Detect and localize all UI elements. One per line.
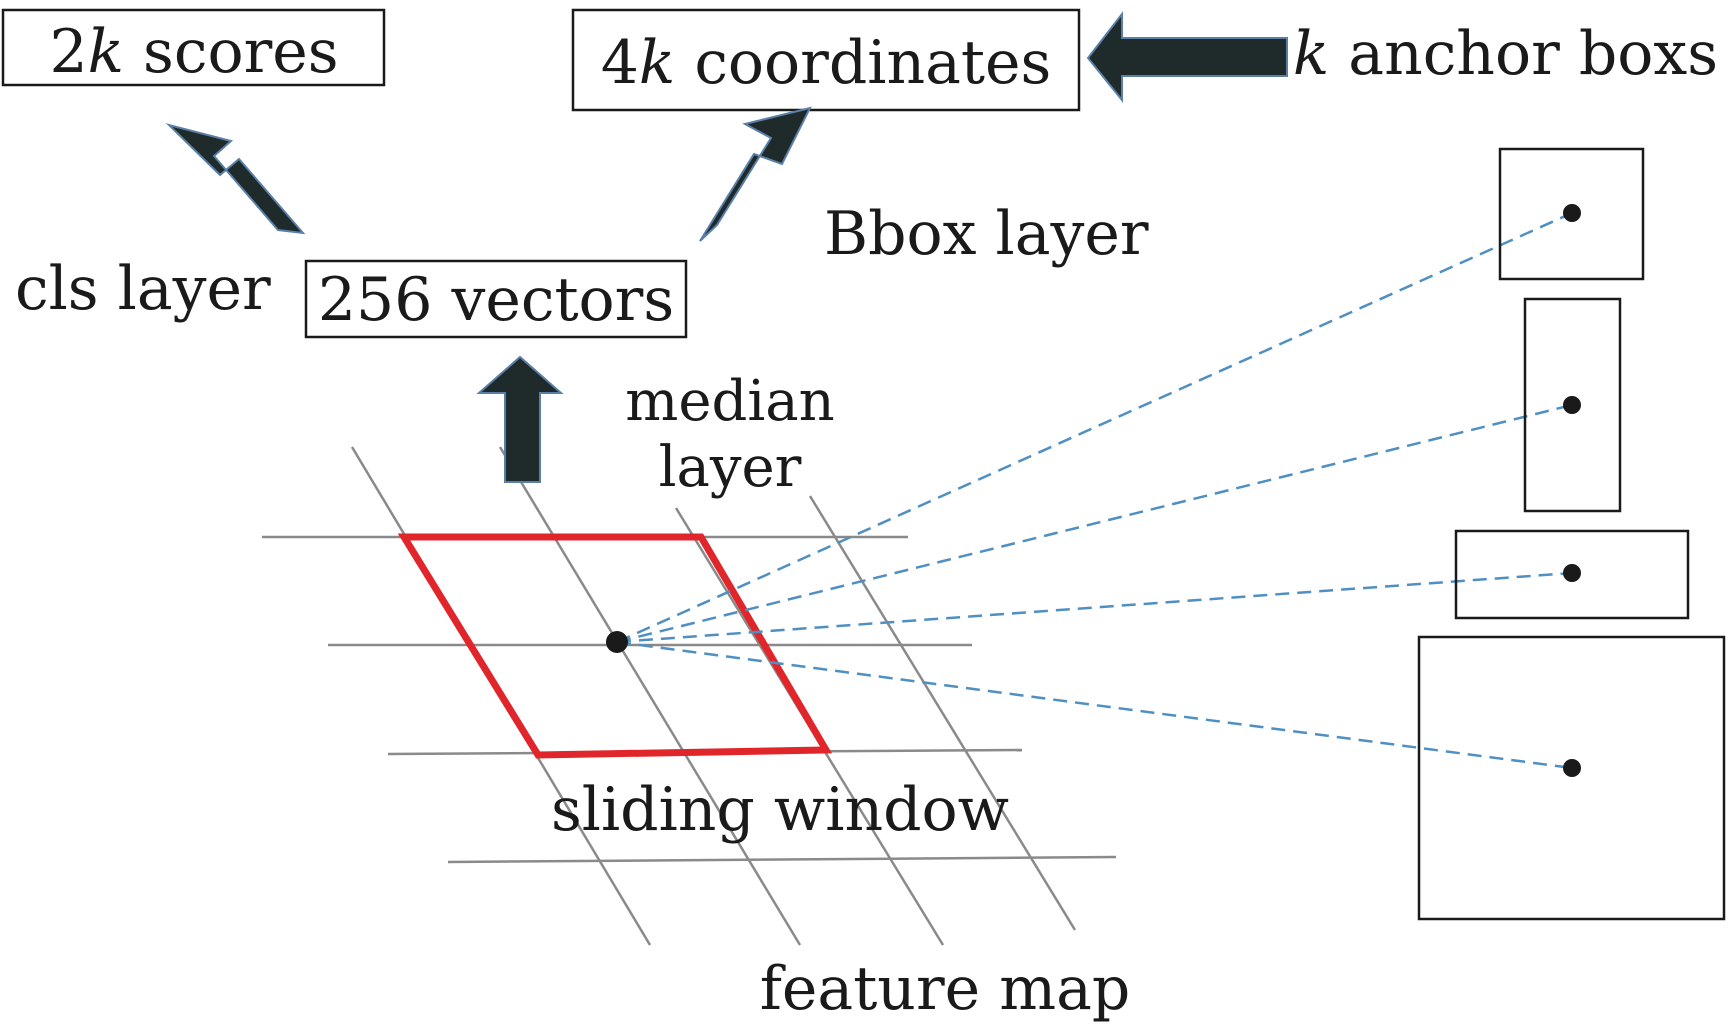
- cls-layer-label: cls layer: [15, 254, 271, 324]
- scores-label: 2k scores: [49, 17, 338, 87]
- feature-map-label: feature map: [760, 954, 1131, 1024]
- anchor-box-3: [1454, 529, 1690, 620]
- anchor-center-3: [1563, 564, 1581, 582]
- arrow-vectors-to-coords: [699, 106, 812, 242]
- anchor-center-2: [1563, 396, 1581, 414]
- grid-d-2: [498, 446, 802, 946]
- arrows: [165, 11, 1288, 483]
- anchor-box-1: [1498, 147, 1645, 281]
- anchor-box-2: [1523, 297, 1622, 513]
- connector-4: [616, 640, 1573, 770]
- scores-box: [1, 8, 386, 87]
- coordinates-label: 4k coordinates: [601, 28, 1052, 98]
- connector-2: [616, 403, 1573, 644]
- anchor-center-4: [1563, 759, 1581, 777]
- grid-h-4: [447, 855, 1117, 864]
- sliding-window-label: sliding window: [551, 775, 1009, 845]
- sliding-window-outline: [397, 533, 833, 759]
- vectors-label: 256 vectors: [318, 265, 674, 335]
- anchor-connectors: [616, 211, 1573, 770]
- feature-map-grid: [262, 446, 1117, 946]
- anchor-center-1: [1563, 204, 1581, 222]
- grid-d-4: [808, 495, 1077, 931]
- coordinates-box: [571, 8, 1081, 112]
- bbox-layer-label: Bbox layer: [824, 199, 1149, 269]
- vectors-box: [304, 259, 688, 339]
- anchor-centers: [1563, 204, 1581, 777]
- arrow-anchors-to-coords: [1086, 11, 1288, 103]
- median-label-line2: layer: [659, 435, 802, 500]
- anchor-box-4: [1417, 635, 1726, 921]
- connector-3: [616, 571, 1573, 644]
- anchor-boxs-label: k anchor boxs: [1293, 19, 1718, 89]
- window-center-dot: [606, 631, 628, 653]
- arrow-median-to-vectors: [476, 355, 564, 483]
- arrow-vectors-to-scores: [165, 123, 306, 235]
- median-label-line1: median: [625, 369, 834, 434]
- anchor-boxes: [1417, 147, 1726, 921]
